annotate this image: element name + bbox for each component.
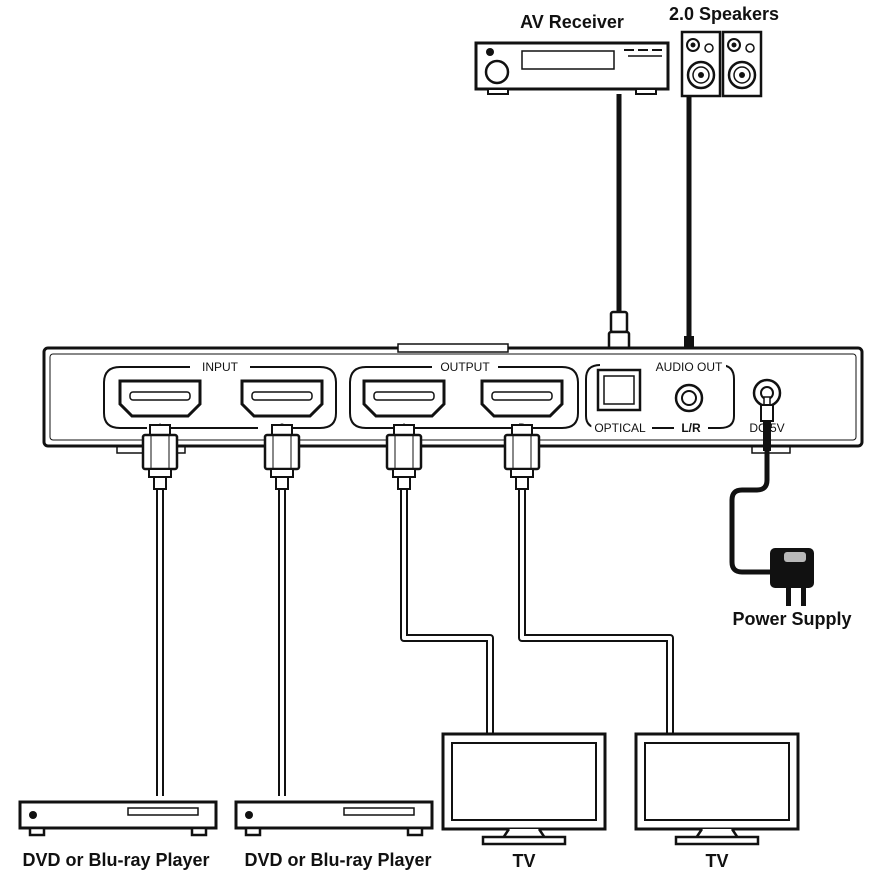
optical-label: OPTICAL — [594, 421, 646, 435]
audio-lr-jack — [674, 383, 704, 413]
dc-jack — [752, 378, 782, 408]
speakers — [680, 30, 763, 98]
hdmi-cable-output-b — [503, 423, 674, 734]
hdmi-cable-input-2 — [263, 423, 301, 796]
av-receiver-label: AV Receiver — [520, 12, 624, 32]
output-group-label: OUTPUT — [440, 360, 490, 374]
optical-cable — [607, 94, 631, 375]
power-supply-label: Power Supply — [732, 609, 851, 629]
tv-a — [441, 732, 607, 846]
power-adapter — [770, 548, 814, 606]
audio-out-label: AUDIO OUT — [656, 360, 723, 374]
input-1-port — [118, 379, 202, 418]
audio-lr-cable — [684, 96, 694, 386]
av-receiver — [474, 41, 670, 95]
speakers-label: 2.0 Speakers — [669, 4, 779, 24]
hdmi-cable-input-1 — [141, 423, 179, 796]
source-player-1 — [18, 800, 218, 837]
lr-label: L/R — [681, 421, 701, 435]
output-a-port — [362, 379, 446, 418]
hdmi-cable-output-a — [385, 423, 494, 734]
source-player-2 — [234, 800, 434, 837]
tv-a-label: TV — [512, 851, 535, 871]
source-1-label: DVD or Blu-ray Player — [22, 850, 209, 870]
input-2-port — [240, 379, 324, 418]
tv-b-label: TV — [705, 851, 728, 871]
input-group-label: INPUT — [202, 360, 239, 374]
power-cable — [729, 396, 790, 575]
source-2-label: DVD or Blu-ray Player — [244, 850, 431, 870]
optical-port — [596, 368, 642, 412]
output-b-port — [480, 379, 564, 418]
tv-b — [634, 732, 800, 846]
